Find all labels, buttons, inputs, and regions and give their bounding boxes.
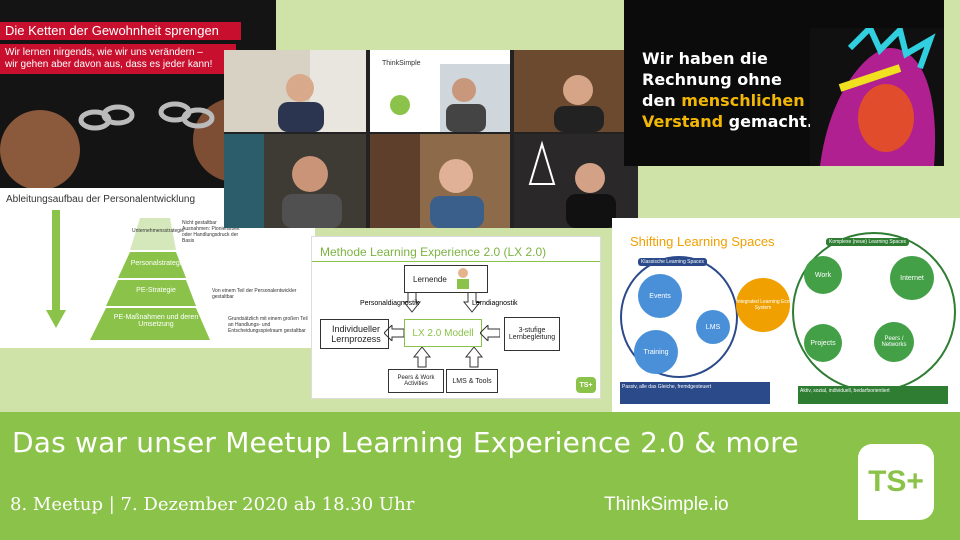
statement-line-2: Rechnung ohne	[642, 70, 782, 89]
slide-dark-statement: Wir haben die Rechnung ohne den menschli…	[624, 0, 944, 166]
arrow-right-in	[480, 325, 500, 341]
participant-tile-3	[514, 50, 638, 132]
box-individueller-lernprozess: Individueller Lernprozess	[320, 319, 389, 349]
statement-line-4: Verstand gemacht.	[642, 111, 832, 132]
pyramid-note-1: Nicht gestaltbar Ausnahmen: Pionierarbei…	[182, 220, 240, 244]
circle-peers: Peers / Networks	[874, 322, 914, 362]
banner-website[interactable]: ThinkSimple.io	[604, 494, 729, 515]
individueller-label: Individueller Lernprozess	[331, 324, 381, 344]
pyramid-level-4: PE-Maßnahmen und deren Umsetzung	[113, 314, 199, 328]
lerndiagnostik-label: Lerndiagnostik	[472, 300, 518, 307]
pyramid-arrow-label: DEDUKTION	[34, 250, 40, 286]
pyramid-level-3: PE-Strategie	[136, 287, 176, 294]
participant-tile-4	[224, 134, 366, 228]
begleitung-label: 3-stufige Lernbegleitung	[508, 327, 556, 341]
thinksimple-tile-logo: ThinkSimple	[382, 60, 421, 67]
circle-events: Events	[638, 274, 682, 318]
pyramid-diagram	[46, 210, 210, 340]
slide-method-lx: Methode Learning Experience 2.0 (LX 2.0)…	[311, 236, 601, 399]
banner-date: 8. Meetup | 7. Dezember 2020 ab 18.30 Uh…	[10, 494, 415, 515]
statement-highlight-1: menschlichen	[681, 91, 805, 110]
slide-pyramid: Ableitungsaufbau der Personalentwicklung…	[0, 188, 315, 348]
slide-chains-subtitle: Wir lernen nirgends, wie wir uns verände…	[0, 44, 236, 74]
pyramid-note-3: Grundsätzlich mit einem großen Teil an H…	[228, 316, 308, 334]
shifting-title-rest: Learning Spaces	[673, 234, 775, 249]
circle-lms: LMS	[696, 310, 730, 344]
banner-headline: Das war unser Meetup Learning Experience…	[12, 426, 799, 459]
participant-tile-1	[224, 50, 366, 132]
circle-work: Work	[804, 256, 842, 294]
shifting-title-highlight: Shifting	[630, 234, 674, 249]
participant-tile-2: ThinkSimple	[370, 50, 510, 132]
lernende-label: Lernende	[413, 274, 447, 284]
learner-icon	[457, 268, 469, 289]
circle-projects: Projects	[804, 324, 842, 362]
pyramid-level-1: Unternehmensstrategie	[132, 228, 184, 234]
method-ts-badge: TS+	[576, 377, 596, 393]
statement-text: Wir haben die Rechnung ohne den menschli…	[642, 48, 832, 132]
shifting-title: Shifting Learning Spaces	[630, 234, 775, 249]
box-lernende: Lernende	[404, 265, 488, 293]
video-call-grid: ThinkSimple	[224, 50, 638, 228]
box-lernbegleitung: 3-stufige Lernbegleitung	[504, 317, 560, 351]
personaldiagnostik-label: Personaldiagnostik	[360, 300, 420, 307]
arrows-up	[412, 347, 484, 368]
subtitle-line-1: Wir lernen nirgends, wie wir uns verände…	[5, 47, 203, 58]
colorful-head-image	[810, 28, 944, 166]
pyramid-level-2: Personalstrategie	[130, 260, 186, 267]
box-lms: LMS & Tools	[446, 369, 498, 393]
circle-internet: Internet	[890, 256, 934, 300]
box-lx-modell: LX 2.0 Modell	[404, 319, 482, 347]
pyramid-note-2: Von einem Teil der Personalentwickler ge…	[212, 288, 297, 300]
arrows-down	[402, 292, 482, 313]
statement-line-3-pre: den	[642, 91, 682, 110]
statement-line-4-post: gemacht.	[723, 112, 814, 131]
peers-label: Peers & Work Activities	[397, 375, 435, 387]
complex-description: Aktiv, sozial, individuell, bedarfsorien…	[798, 386, 948, 404]
classic-ring	[620, 256, 738, 378]
statement-line-3: den menschlichen	[642, 90, 832, 111]
participant-tile-6	[514, 134, 638, 228]
box-peers: Peers & Work Activities	[388, 369, 444, 393]
subtitle-line-2: wir gehen aber davon aus, dass es jeder …	[5, 59, 213, 70]
arrow-left	[384, 325, 404, 341]
statement-highlight-2: Verstand	[642, 112, 724, 131]
statement-line-1: Wir haben die	[642, 49, 768, 68]
lms-tools-label: LMS & Tools	[452, 377, 492, 385]
complex-label: Komplexe (neue) Learning Spaces	[826, 238, 909, 246]
slide-chains-title: Die Ketten der Gewohnheit sprengen	[0, 22, 241, 40]
method-divider	[312, 261, 600, 262]
classic-label: Klassische Learning Spaces	[638, 258, 707, 266]
circle-center: Integrated Learning Eco System	[736, 278, 790, 332]
slide-shifting-learning-spaces: Shifting Learning Spaces Klassische Lear…	[612, 218, 960, 412]
circle-training: Training	[634, 330, 678, 374]
thinksimple-logo: TS+	[858, 444, 934, 520]
pyramid-title: Ableitungsaufbau der Personalentwicklung	[6, 194, 196, 205]
modell-label: LX 2.0 Modell	[412, 327, 474, 339]
classic-description: Passiv, alle das Gleiche, fremdgesteuert	[620, 382, 770, 404]
method-title: Methode Learning Experience 2.0 (LX 2.0)	[320, 245, 547, 259]
bottom-banner: Das war unser Meetup Learning Experience…	[0, 412, 960, 540]
participant-tile-5	[370, 134, 510, 228]
